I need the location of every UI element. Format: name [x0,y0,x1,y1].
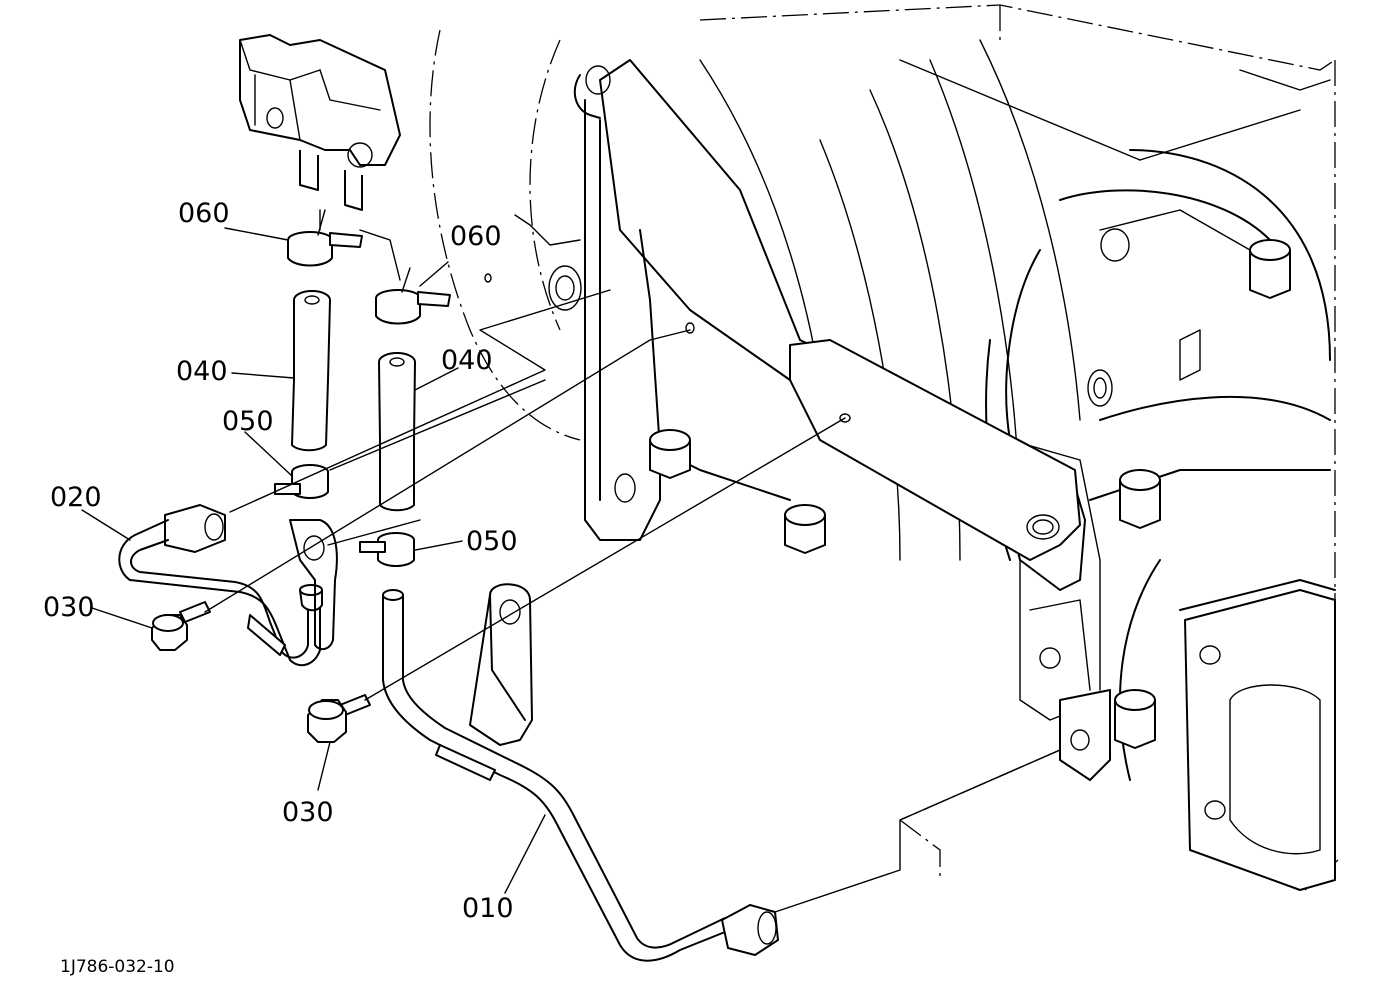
callout-060-left: 060 [178,198,230,229]
callout-040-right: 040 [441,345,493,376]
callout-010: 010 [462,893,514,924]
hose-clamp-060-right [375,267,451,325]
callout-020: 020 [50,482,102,513]
hose-clamp-060-left [287,209,363,267]
engine-block [429,4,1339,891]
callout-030-upper: 030 [43,592,95,623]
clip-050-left [274,464,329,499]
pressure-sensor [239,34,401,281]
callout-050-left: 050 [222,406,274,437]
callout-050-right: 050 [466,526,518,557]
clip-050-right [359,532,415,567]
callout-030-lower: 030 [282,797,334,828]
mounting-bracket [484,59,1086,591]
leader-lines [81,227,1061,913]
bolt-030-upper [151,601,211,651]
callout-040-left: 040 [176,356,228,387]
pipe-010 [382,583,779,962]
bolt-030-lower [307,694,371,743]
callout-060-right: 060 [450,221,502,252]
hose-040-left [291,290,331,452]
pipe-020 [118,504,338,667]
drawing-code: 1J786-032-10 [60,957,175,977]
